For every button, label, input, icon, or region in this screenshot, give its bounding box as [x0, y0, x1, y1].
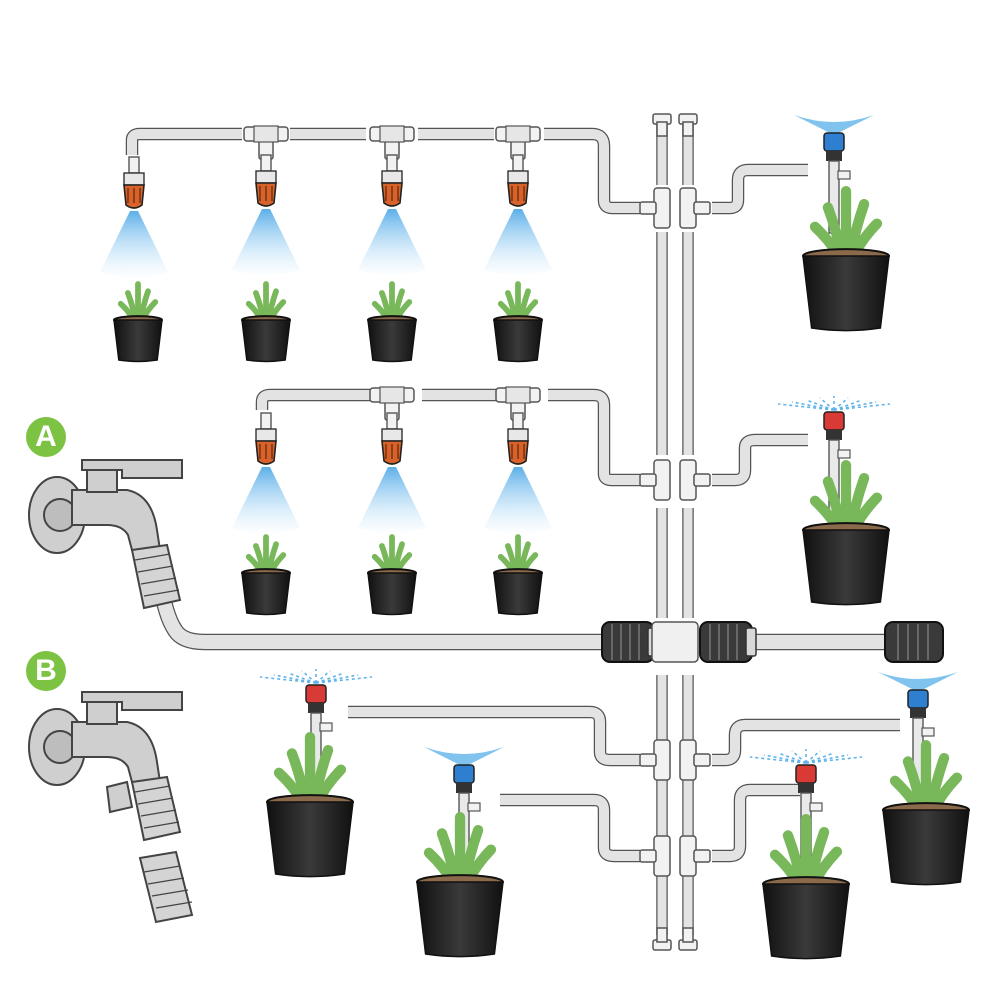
tee-connector-icon: [679, 739, 711, 781]
mist-nozzle-icon: [232, 412, 300, 533]
plant: [497, 534, 539, 576]
end-plug-icon: [652, 927, 672, 951]
potted-plant-icon: [113, 281, 163, 363]
tee-connector-icon: [369, 386, 415, 421]
plant: [497, 281, 539, 323]
tee-connector-icon: [639, 739, 671, 781]
potted-plant-icon: [802, 186, 890, 332]
tube: [712, 433, 808, 487]
plants: [113, 186, 970, 960]
connectors: [243, 113, 944, 951]
tube: [544, 127, 640, 215]
label-b-badge: B: [26, 651, 66, 691]
tube: [712, 783, 800, 863]
cross-connector: [651, 621, 699, 663]
tee-connector-icon: [369, 125, 415, 160]
mist-nozzle-icon: [358, 412, 426, 533]
quick-connector-icon: [699, 621, 757, 663]
faucet-icon: [28, 691, 183, 842]
potted-plant-icon: [241, 534, 291, 616]
tee-connector-icon: [639, 187, 671, 229]
tube: [255, 388, 370, 410]
tube: [712, 718, 900, 767]
end-plug-icon: [678, 927, 698, 951]
plant: [809, 460, 883, 536]
plant: [245, 281, 287, 323]
label-a-badge: A: [26, 417, 66, 457]
plant: [809, 186, 883, 262]
tee-connector-icon: [679, 187, 711, 229]
potted-plant-icon: [266, 732, 354, 878]
potted-plant-icon: [241, 281, 291, 363]
tube: [500, 793, 640, 863]
sprinkler-icon: [259, 669, 373, 786]
tee-connector-icon: [679, 835, 711, 877]
plant: [117, 281, 159, 323]
potted-plant-icon: [367, 534, 417, 616]
end-plug-icon: [678, 113, 698, 137]
potted-plant-icon: [493, 281, 543, 363]
nozzles: [100, 115, 958, 866]
plant: [371, 534, 413, 576]
quick-connector-icon: [601, 621, 659, 663]
quick-connector-icon: [884, 621, 944, 663]
plant: [769, 814, 843, 890]
tee-connector-icon: [243, 125, 289, 160]
mist-nozzle-icon: [232, 154, 300, 275]
tee-connector-icon: [639, 835, 671, 877]
plant: [371, 281, 413, 323]
tube: [348, 705, 640, 767]
faucet-icon: [28, 459, 183, 610]
mist-nozzle-icon: [484, 154, 552, 275]
tee-connector-icon: [495, 125, 541, 160]
mist-nozzle-icon: [358, 154, 426, 275]
potted-plant-icon: [367, 281, 417, 363]
faucets: [28, 459, 194, 924]
tube: [125, 127, 242, 155]
tube: [548, 388, 640, 487]
potted-plant-icon: [416, 812, 504, 958]
tee-connector-icon: [679, 459, 711, 501]
plant: [273, 732, 347, 808]
plant: [423, 812, 497, 888]
tubing-network: [125, 125, 900, 935]
tube: [712, 163, 808, 215]
plant: [245, 534, 287, 576]
plant: [889, 740, 963, 816]
potted-plant-icon: [762, 814, 850, 960]
quick-connector-icon: [138, 850, 194, 924]
mist-nozzle-icon: [100, 156, 168, 277]
tee-connector-icon: [639, 459, 671, 501]
potted-plant-icon: [882, 740, 970, 886]
end-plug-icon: [652, 113, 672, 137]
potted-plant-icon: [493, 534, 543, 616]
potted-plant-icon: [802, 460, 890, 606]
mist-nozzle-icon: [484, 412, 552, 533]
